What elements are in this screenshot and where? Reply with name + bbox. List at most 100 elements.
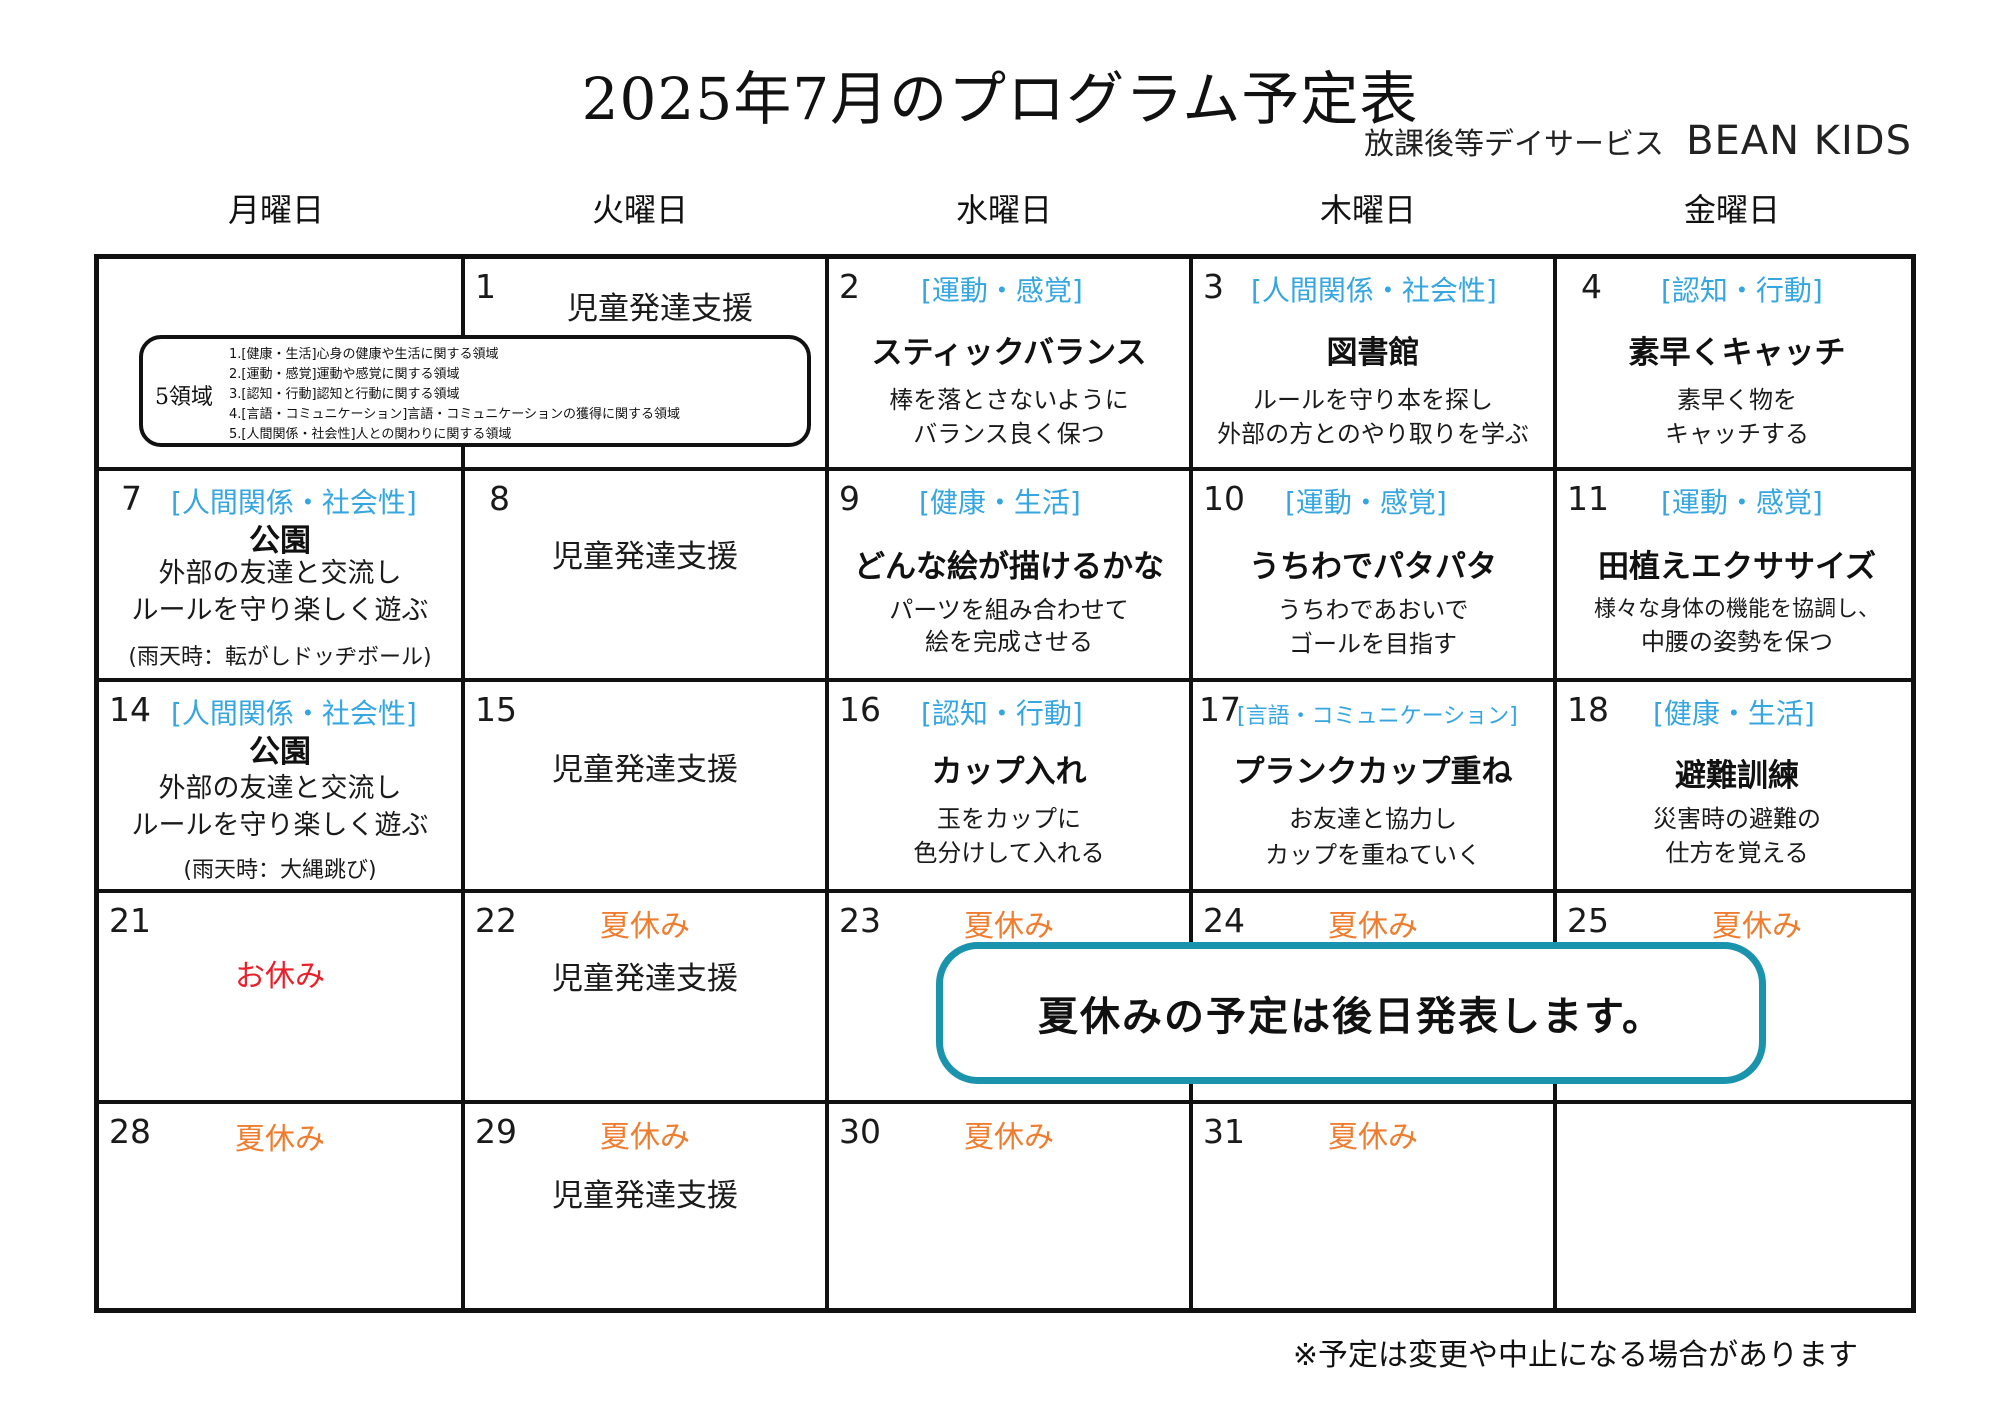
grid-divider <box>99 889 1911 893</box>
program-title: どんな絵が描けるかな <box>854 549 1164 585</box>
day-cell-30: 30 夏休み <box>829 1104 1189 1313</box>
day-number: 25 <box>1567 901 1609 940</box>
summer-break-label: 夏休み <box>600 1120 690 1155</box>
program-title: 公園 <box>249 523 311 559</box>
summer-break-label: 夏休み <box>1328 1120 1418 1155</box>
day-cell-empty <box>1557 1104 1917 1313</box>
program-title: うちわでパタパタ <box>1249 549 1497 585</box>
day-number: 1 <box>475 267 496 306</box>
day-cell-23: 23 夏休み <box>829 893 1189 1100</box>
legend-item: 2.[運動・感覚]運動や感覚に関する領域 <box>229 367 460 382</box>
program-desc: 素早く物を <box>1677 386 1797 414</box>
program-desc: 外部の友達と交流し <box>158 558 402 589</box>
weekday-wed: 水曜日 <box>955 191 1052 229</box>
day-cell-17: 17 [言語・コミュニケーション] プランクカップ重ね お友達と協力し カップを… <box>1193 682 1553 889</box>
program-title: プランクカップ重ね <box>1233 754 1513 790</box>
program-desc: バランス良く保つ <box>913 420 1105 448</box>
summer-break-label: 夏休み <box>964 1120 1054 1155</box>
summer-announcement-box: 夏休みの予定は後日発表します。 <box>936 942 1766 1084</box>
grid-divider <box>99 678 1911 682</box>
support-label: 児童発達支援 <box>567 291 753 327</box>
page-title: 2025年7月のプログラム予定表 <box>581 65 1419 133</box>
program-desc: 色分けして入れる <box>913 839 1105 867</box>
program-desc: 仕方を覚える <box>1665 839 1809 867</box>
program-desc: うちわであおいで <box>1277 596 1469 624</box>
day-number: 29 <box>475 1112 517 1151</box>
day-cell-16: 16 [認知・行動] カップ入れ 玉をカップに 色分けして入れる <box>829 682 1189 889</box>
day-cell-14: 14 [人間関係・社会性] 公園 外部の友達と交流し ルールを守り楽しく遊ぶ (… <box>99 682 461 889</box>
day-number: 7 <box>121 479 142 518</box>
program-title: 田植えエクササイズ <box>1597 549 1877 585</box>
day-number: 3 <box>1203 267 1224 306</box>
program-title: カップ入れ <box>931 754 1087 790</box>
day-number: 31 <box>1203 1112 1245 1151</box>
program-desc: ルールを守り楽しく遊ぶ <box>131 595 429 626</box>
support-label: 児童発達支援 <box>552 1178 738 1214</box>
calendar-grid: 1 児童発達支援 2 [運動・感覚] スティックバランス 棒を落とさないように … <box>94 254 1916 1313</box>
day-number: 9 <box>839 479 860 518</box>
holiday-label: お休み <box>235 959 325 994</box>
category-tag: [健康・生活] <box>1653 697 1815 730</box>
day-cell-15: 15 児童発達支援 <box>465 682 825 889</box>
day-cell-10: 10 [運動・感覚] うちわでパタパタ うちわであおいで ゴールを目指す <box>1193 471 1553 678</box>
legend-item: 3.[認知・行動]認知と行動に関する領域 <box>229 387 460 402</box>
day-number: 4 <box>1581 267 1602 306</box>
day-number: 16 <box>839 690 881 729</box>
grid-divider <box>1189 259 1193 1308</box>
day-cell-31: 31 夏休み <box>1193 1104 1553 1313</box>
summer-break-label: 夏休み <box>235 1122 325 1157</box>
legend-list: 1.[健康・生活]心身の健康や生活に関する領域 2.[運動・感覚]運動や感覚に関… <box>229 345 680 445</box>
day-number: 24 <box>1203 901 1245 940</box>
program-desc: 中腰の姿勢を保つ <box>1641 628 1833 656</box>
rain-note: (雨天時：大縄跳び) <box>183 858 377 883</box>
day-number: 11 <box>1567 479 1609 518</box>
day-cell-2: 2 [運動・感覚] スティックバランス 棒を落とさないように バランス良く保つ <box>829 259 1189 467</box>
day-number: 23 <box>839 901 881 940</box>
category-tag: [健康・生活] <box>919 486 1081 519</box>
summer-break-label: 夏休み <box>964 909 1054 944</box>
program-desc: ルールを守り本を探し <box>1253 386 1493 414</box>
grid-divider <box>1553 259 1557 1308</box>
category-tag: [運動・感覚] <box>1661 486 1823 519</box>
legend-item: 1.[健康・生活]心身の健康や生活に関する領域 <box>229 347 499 362</box>
program-title: 公園 <box>249 734 311 770</box>
program-desc: 外部の友達と交流し <box>158 773 402 804</box>
program-desc: 外部の方とのやり取りを学ぶ <box>1217 420 1529 448</box>
day-number: 28 <box>109 1112 151 1151</box>
program-desc: 棒を落とさないように <box>889 386 1129 414</box>
weekday-thu: 木曜日 <box>1319 191 1416 229</box>
weekday-fri: 金曜日 <box>1683 191 1780 229</box>
day-cell-28: 28 夏休み <box>99 1104 461 1313</box>
summer-break-label: 夏休み <box>600 909 690 944</box>
day-cell-18: 18 [健康・生活] 避難訓練 災害時の避難の 仕方を覚える <box>1557 682 1917 889</box>
category-tag: [人間関係・社会性] <box>171 697 417 730</box>
program-desc: ゴールを目指す <box>1289 630 1457 658</box>
day-cell-3: 3 [人間関係・社会性] 図書館 ルールを守り本を探し 外部の方とのやり取りを学… <box>1193 259 1553 467</box>
day-cell-4: 4 [認知・行動] 素早くキャッチ 素早く物を キャッチする <box>1557 259 1917 467</box>
legend-item: 5.[人間関係・社会性]人との関わりに関する領域 <box>229 427 512 442</box>
program-desc: パーツを組み合わせて <box>889 596 1129 624</box>
facility-type: 放課後等デイサービス <box>1364 127 1665 162</box>
program-desc: ルールを守り楽しく遊ぶ <box>131 810 429 841</box>
day-number: 8 <box>489 479 510 518</box>
day-number: 15 <box>475 690 517 729</box>
day-number: 2 <box>839 267 860 306</box>
grid-divider <box>99 1100 1911 1104</box>
weekday-tue: 火曜日 <box>591 191 688 229</box>
grid-divider <box>99 467 1911 471</box>
summer-break-label: 夏休み <box>1328 909 1418 944</box>
program-desc: 玉をカップに <box>937 805 1081 833</box>
day-cell-11: 11 [運動・感覚] 田植えエクササイズ 様々な身体の機能を協調し、 中腰の姿勢… <box>1557 471 1917 678</box>
weekday-header: 月曜日 火曜日 水曜日 木曜日 金曜日 <box>94 185 1916 235</box>
day-cell-9: 9 [健康・生活] どんな絵が描けるかな パーツを組み合わせて 絵を完成させる <box>829 471 1189 678</box>
category-tag: [言語・コミュニケーション] <box>1237 704 1518 729</box>
day-number: 17 <box>1199 690 1241 729</box>
support-label: 児童発達支援 <box>552 539 738 575</box>
day-cell-21: 21 お休み <box>99 893 461 1100</box>
day-cell-22: 22 夏休み 児童発達支援 <box>465 893 825 1100</box>
program-title: 図書館 <box>1326 335 1420 371</box>
grid-divider <box>825 259 829 1308</box>
category-tag: [運動・感覚] <box>1285 486 1447 519</box>
program-title: スティックバランス <box>871 335 1147 371</box>
